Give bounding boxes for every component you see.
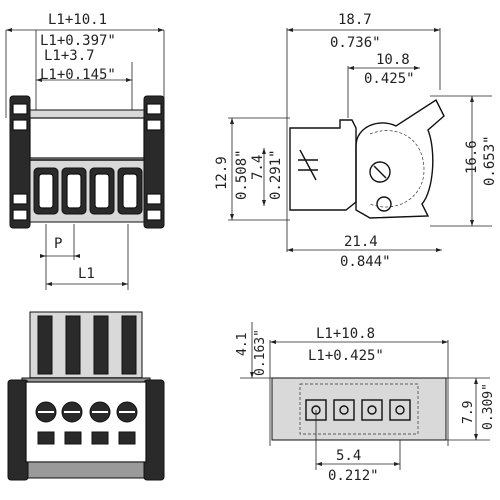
dim-overall-in: L1+0.397" xyxy=(40,33,116,49)
dim-right-mm: 7.9 xyxy=(461,401,476,424)
dim-left-in: 0.163" xyxy=(253,329,268,376)
dim-right-in: 0.309" xyxy=(481,383,496,430)
screw-row xyxy=(35,401,138,423)
dim-width-mm: 18.7 xyxy=(338,12,372,28)
dim-bottom-right-mm: 5.4 xyxy=(336,448,361,464)
footprint-view: L1+10.8 L1+0.425" 4.1 0.163" 7.9 0.309" xyxy=(235,322,496,484)
entry-row xyxy=(37,431,136,445)
side-view: 18.7 0.736" 10.8 0.425" 12.9 0.508" 7.4 … xyxy=(214,12,498,270)
dim-height-right-mm: 16.6 xyxy=(464,140,480,174)
dim-height-left-mm: 12.9 xyxy=(214,156,230,190)
dim-bottom-right-in: 0.212" xyxy=(328,468,379,484)
dim-left-mm: 4.1 xyxy=(235,333,250,356)
dim-overall-mm: L1+10.1 xyxy=(48,12,107,28)
dim-height-left-in: 0.508" xyxy=(234,149,250,200)
dim-bottom-in: 0.844" xyxy=(340,254,391,270)
front-view: L1+10.1 L1+0.397" L1+3.7 L1+0.145" xyxy=(5,12,165,290)
dim-partial-in: 0.425" xyxy=(364,71,415,87)
dim-partial-mm: 10.8 xyxy=(376,52,410,68)
dim-height-inner-in: 0.291" xyxy=(268,149,284,200)
socket-row xyxy=(33,167,143,215)
dim-top-mm: L1+10.8 xyxy=(316,326,375,342)
top-view xyxy=(7,311,165,481)
dim-bottom-mm: 21.4 xyxy=(344,234,378,250)
dim-inner-in: L1+0.145" xyxy=(40,67,116,83)
dim-height-inner-mm: 7.4 xyxy=(250,155,266,180)
dim-height-right-in: 0.653" xyxy=(482,135,498,186)
dim-width-in: 0.736" xyxy=(330,35,381,51)
dim-l1: L1 xyxy=(78,266,95,282)
dim-top-in: L1+0.425" xyxy=(308,348,384,364)
dim-inner-mm: L1+3.7 xyxy=(44,48,95,64)
dim-pitch: P xyxy=(54,236,62,252)
